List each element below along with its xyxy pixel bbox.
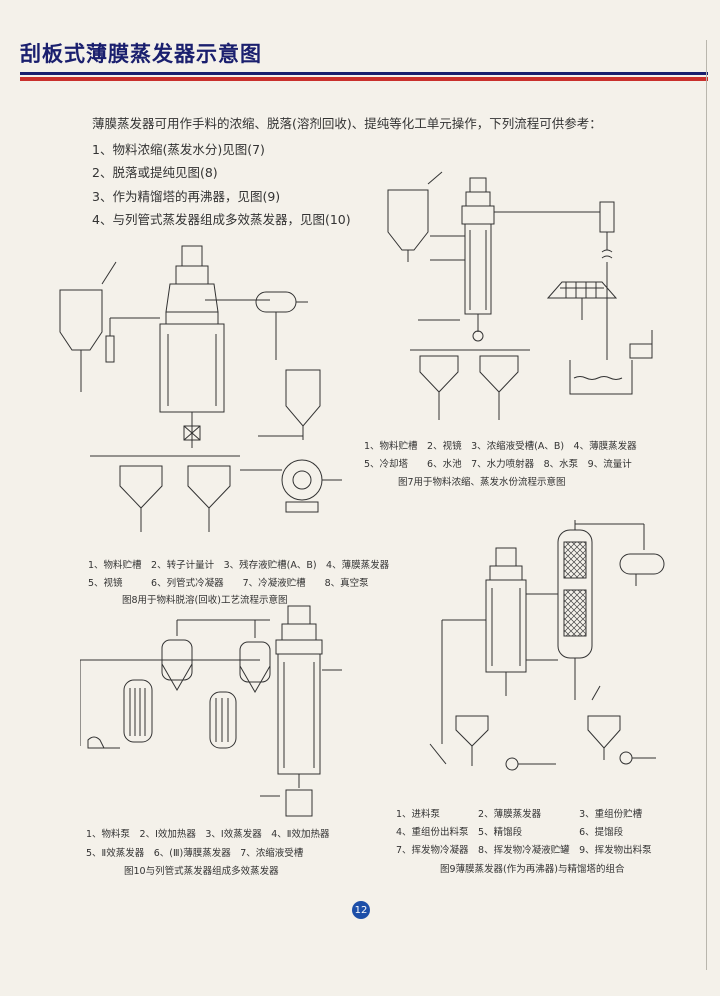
- figure-7-diagram: [387, 171, 653, 420]
- intro-item-2: 2、脱落或提纯见图(8): [92, 165, 218, 180]
- figure-8-diagram: [59, 245, 342, 532]
- figure-10-diagram: [80, 605, 342, 817]
- page-title: 刮板式薄膜蒸发器示意图: [20, 42, 262, 66]
- page-edge-line: [706, 40, 707, 970]
- figure-9-legend-line-2: 4、重组份出料泵 5、精馏段 6、提馏段: [396, 827, 624, 838]
- figure-10-caption: 图10与列管式蒸发器组成多效蒸发器: [124, 866, 279, 877]
- figure-7-legend-line-2: 5、冷却塔 6、水池 7、水力喷射器 8、水泵 9、流量计: [364, 459, 632, 470]
- figure-8-caption: 图8用于物料脱溶(回收)工艺流程示意图: [122, 595, 288, 606]
- figure-8-legend-line-2: 5、视镜 6、列管式冷凝器 7、冷凝液贮槽 8、真空泵: [88, 578, 369, 589]
- intro-item-3: 3、作为精馏塔的再沸器，见图(9): [92, 189, 281, 204]
- figure-7-legend-line-1: 1、物料贮槽 2、视镜 3、浓缩液受槽(A、B) 4、薄膜蒸发器: [364, 441, 637, 452]
- title-rule-red: [20, 77, 708, 81]
- figure-9-caption: 图9薄膜蒸发器(作为再沸器)与精馏塔的组合: [440, 864, 625, 875]
- figure-7-caption: 图7用于物料浓缩、蒸发水份流程示意图: [398, 477, 566, 488]
- figure-9-legend-line-1: 1、进料泵 2、薄膜蒸发器 3、重组份贮槽: [396, 809, 643, 820]
- figure-10-legend-line-2: 5、Ⅱ效蒸发器 6、(Ⅲ)薄膜蒸发器 7、浓缩液受槽: [86, 848, 304, 859]
- title-rule-blue: [20, 72, 708, 75]
- figure-9-diagram: [429, 520, 665, 771]
- page-number-badge: 12: [352, 901, 370, 919]
- figure-8-legend-line-1: 1、物料贮槽 2、转子计量计 3、残存液贮槽(A、B) 4、薄膜蒸发器: [88, 560, 390, 571]
- intro-paragraph: 薄膜蒸发器可用作手料的浓缩、脱落(溶剂回收)、提纯等化工单元操作，下列流程可供参…: [92, 116, 602, 131]
- figure-9-legend-line-3: 7、挥发物冷凝器 8、挥发物冷凝液贮罐 9、挥发物出料泵: [396, 845, 652, 856]
- intro-item-1: 1、物料浓缩(蒸发水分)见图(7): [92, 142, 265, 157]
- figure-10-legend-line-1: 1、物料泵 2、Ⅰ效加热器 3、Ⅰ效蒸发器 4、Ⅱ效加热器: [86, 829, 330, 840]
- intro-item-4: 4、与列管式蒸发器组成多效蒸发器，见图(10): [92, 212, 351, 227]
